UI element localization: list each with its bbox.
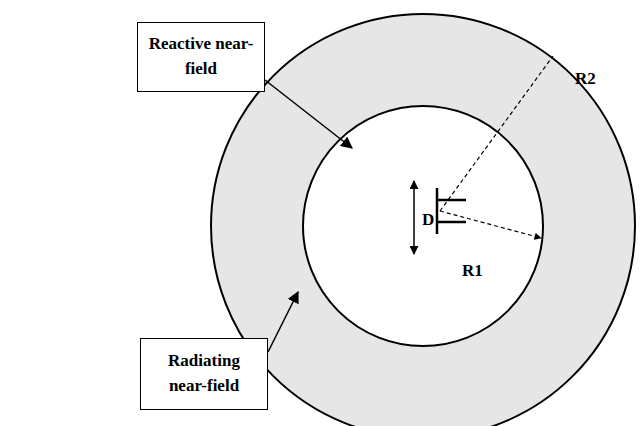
dimension-arrow: [413, 181, 415, 254]
callout-box: Reactive near-field: [137, 22, 265, 92]
radius-label: R2: [575, 70, 596, 87]
inner-region: [303, 106, 543, 346]
callout-text: Radiating near-field: [148, 349, 260, 398]
outer-region: [211, 14, 635, 426]
leader-arrow: [265, 80, 352, 148]
radius-line: [440, 56, 553, 211]
leader-arrow: [268, 292, 298, 352]
callout-text: Reactive near-field: [145, 32, 257, 81]
radius-label: R1: [462, 262, 483, 279]
dimension-label: D: [422, 211, 434, 228]
radius-line: [440, 211, 541, 238]
callout-box: Radiating near-field: [140, 338, 268, 410]
